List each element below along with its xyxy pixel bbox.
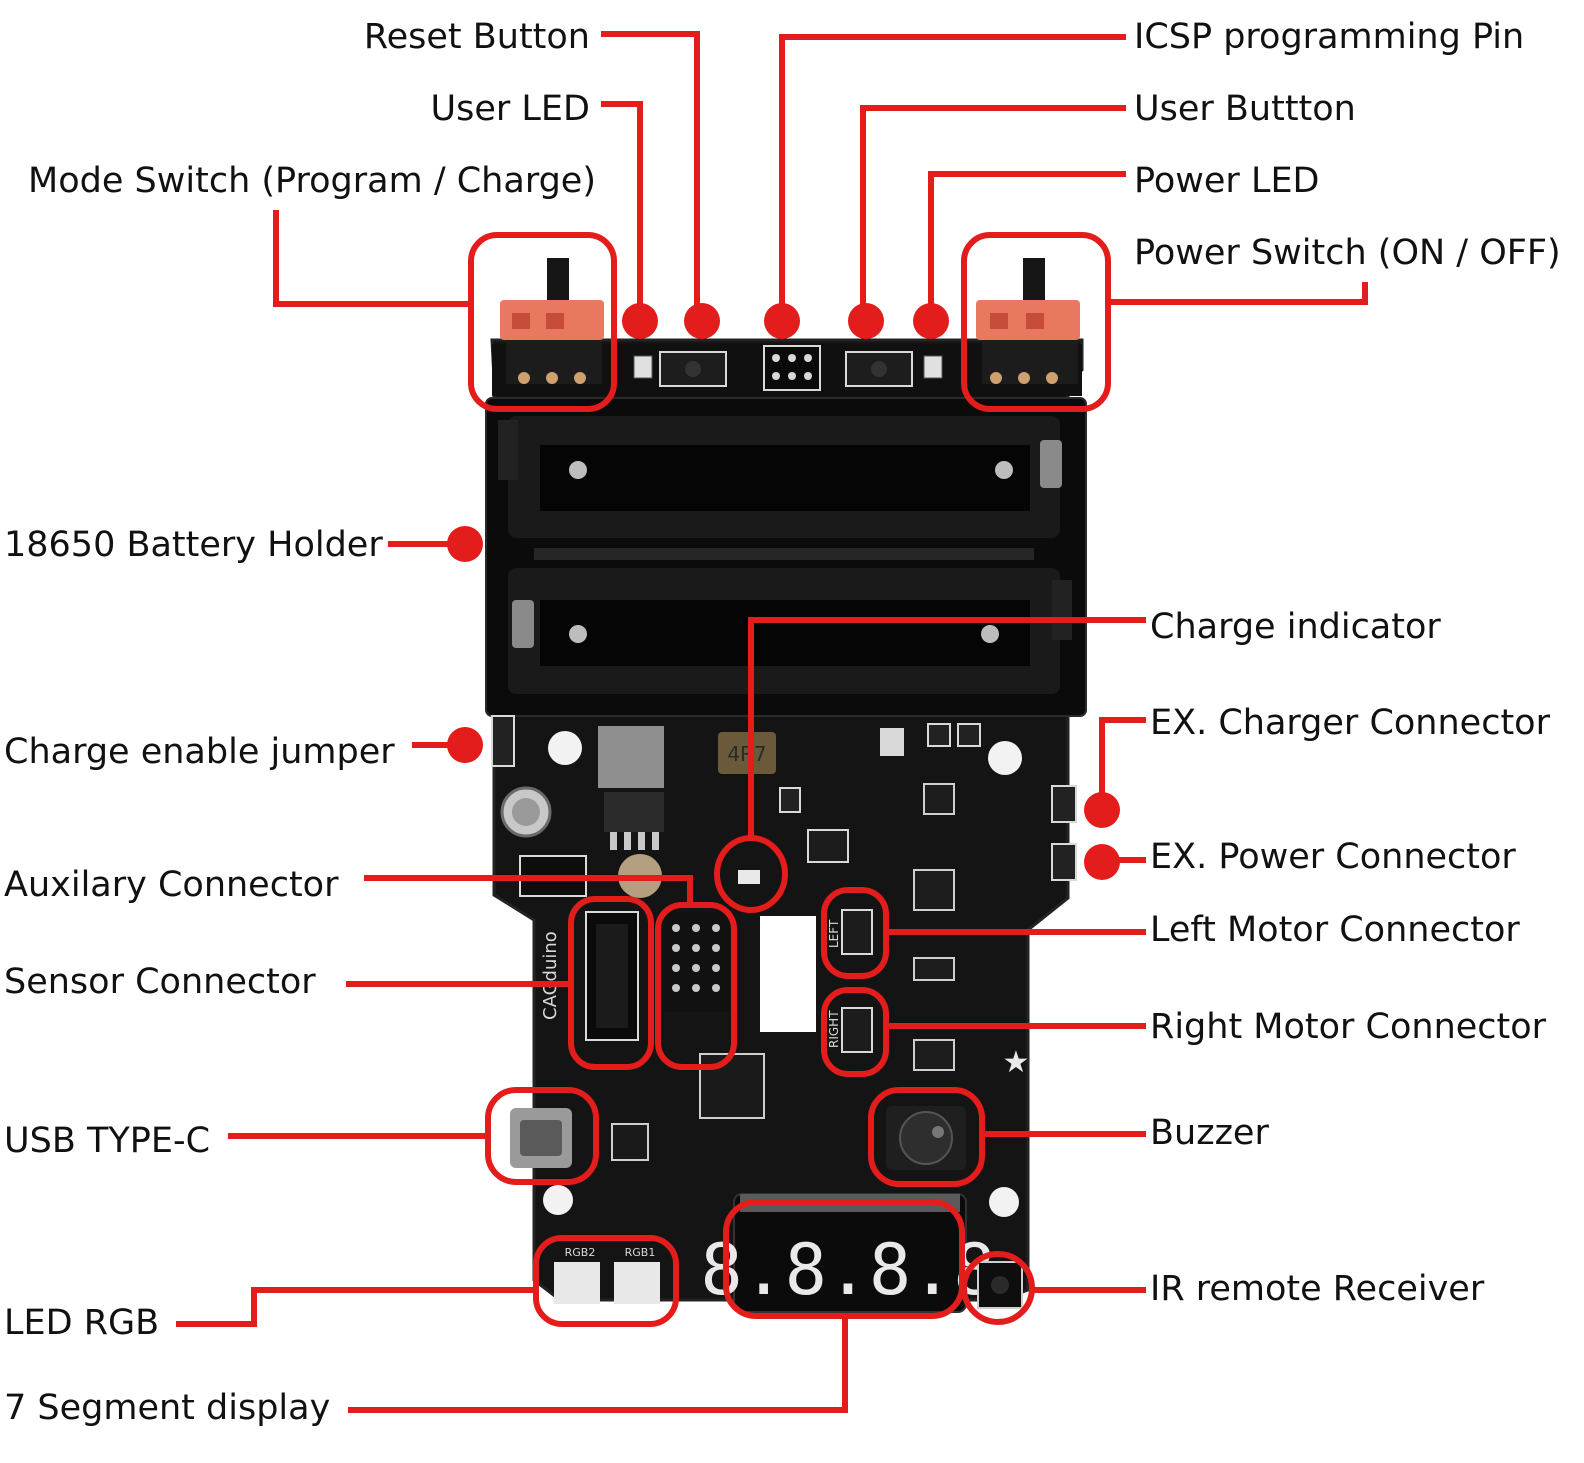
lead-power-switch [1108,282,1365,302]
mount-hole [548,731,582,765]
label-auxilary-connector: Auxilary Connector [4,865,339,905]
label-power-led: Power LED [1134,161,1320,201]
label-power-switch: Power Switch (ON / OFF) [1134,233,1561,273]
label-mode-switch: Mode Switch (Program / Charge) [28,161,596,201]
lead-user-button [863,108,1126,318]
mount-hole [543,1185,573,1215]
rgb-right-mark: RGB1 [625,1246,656,1259]
top-strip-components [634,346,942,390]
label-icsp-pin: ICSP programming Pin [1134,17,1524,57]
dot-ex-charger [1084,792,1120,828]
dot-reset [684,303,720,339]
label-left-motor: Left Motor Connector [1150,910,1520,950]
label-sensor-connector: Sensor Connector [4,962,316,1002]
label-reset-button: Reset Button [364,17,590,57]
lead-mode-switch [276,210,471,304]
label-user-button: User Buttton [1134,89,1356,129]
dot-icsp [764,303,800,339]
label-ex-power: EX. Power Connector [1150,837,1516,877]
rgb-left-mark: RGB2 [565,1246,596,1259]
mount-hole [989,1187,1019,1217]
label-right-motor: Right Motor Connector [1150,1007,1547,1047]
label-ex-charger: EX. Charger Connector [1150,703,1551,743]
lead-user-led [601,104,640,318]
inductor-code: 4R7 [727,742,766,766]
mount-hole [988,741,1022,775]
label-user-led: User LED [431,89,590,129]
lead-segment [348,1316,845,1410]
label-ir-receiver: IR remote Receiver [1150,1269,1485,1309]
lead-rgb [176,1290,536,1324]
label-led-rgb: LED RGB [4,1303,159,1343]
dot-user-button [848,303,884,339]
dot-user-led [622,303,658,339]
dot-battery [447,526,483,562]
left-motor-mark: LEFT [827,919,841,948]
dot-ex-power [1084,844,1120,880]
brand-silkscreen: CAGduino [540,931,561,1020]
dot-power-led [913,303,949,339]
segment-digits: 8.8.8.8 [700,1229,995,1311]
label-charge-indicator: Charge indicator [1150,607,1441,647]
star-logo: ★ [1003,1045,1030,1080]
label-buzzer: Buzzer [1150,1113,1269,1153]
lead-icsp [782,37,1126,318]
mode-switch [500,258,604,384]
battery-holder [486,398,1086,716]
dot-charge-jumper [447,727,483,763]
label-battery-holder: 18650 Battery Holder [4,525,383,565]
label-seven-segment: 7 Segment display [4,1388,330,1428]
label-charge-jumper: Charge enable jumper [4,732,395,772]
power-switch [976,258,1080,384]
pcb-board: 4R7 CAGduino [486,258,1086,1312]
right-motor-mark: RIGHT [827,1010,841,1048]
label-usb-type-c: USB TYPE-C [4,1121,210,1161]
